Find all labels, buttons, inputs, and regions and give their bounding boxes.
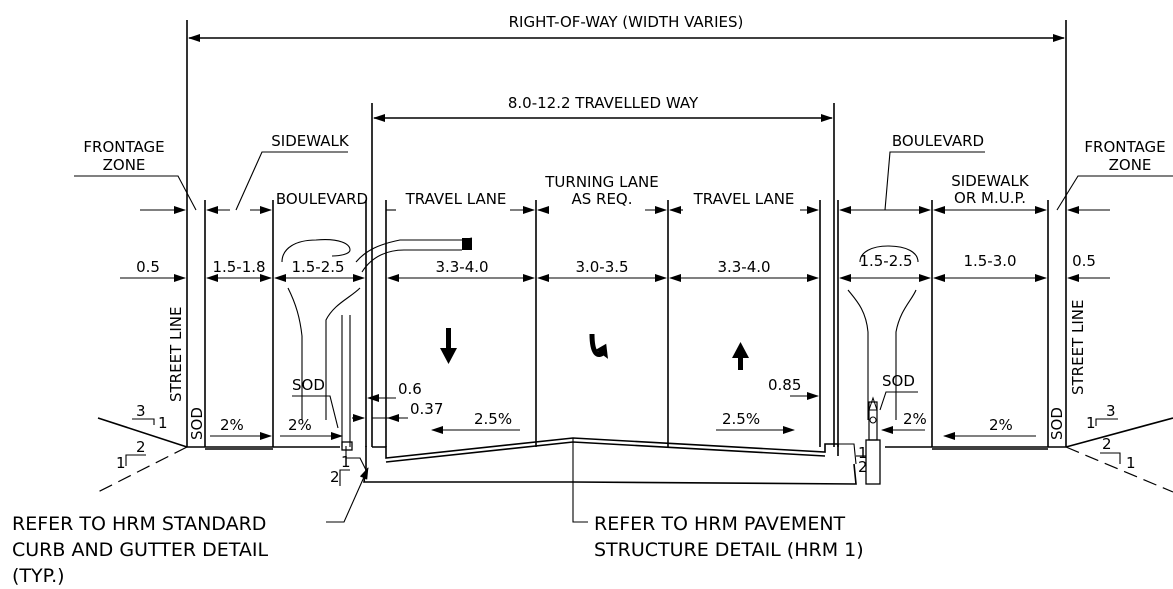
street-light [355,237,473,273]
svg-text:1: 1 [1086,414,1096,432]
curb-right: 1 2 [856,396,881,485]
svg-text:1: 1 [158,414,168,432]
dim-frontage-left: 0.5 [136,258,160,276]
sod-right-vertical-label: SOD [1048,407,1066,440]
dim-lane-right: 3.3-4.0 [717,258,770,276]
slope-sidewalk-right: 2% [989,416,1013,434]
svg-text:1: 1 [858,444,868,462]
slope-annotations: 2% 2% 2.5% 2.5% 2% 2% [210,410,1036,440]
travelled-way-label: 8.0-12.2 TRAVELLED WAY [508,94,699,112]
tree-right [847,245,919,420]
slope-pavement-left: 2.5% [474,410,512,428]
svg-text:3: 3 [136,402,146,420]
tree-left [281,239,361,447]
svg-text:2: 2 [136,438,146,456]
note-curb-detail: REFER TO HRM STANDARD CURB AND GUTTER DE… [12,467,369,587]
down-arrow-icon [440,328,457,364]
zone-lines [204,200,1049,447]
curb-offsets: SOD 0.6 0.37 0.85 SOD [292,372,918,429]
svg-text:2: 2 [1102,435,1112,453]
frontage-zone-right-label-1: FRONTAGE [1084,138,1165,156]
curb-left: 1 2 [330,441,353,486]
dim-boulevard-right: 1.5-2.5 [859,252,912,270]
slope-boulevard-left: 2% [288,416,312,434]
svg-text:3: 3 [1106,402,1116,420]
svg-text:2: 2 [330,468,340,486]
leader-labels: FRONTAGE ZONE SIDEWALK BOULEVARD FRONTAG… [74,132,1173,211]
curb-offset-0-37: 0.37 [410,400,443,418]
frontage-zone-left-label-2: ZONE [103,156,146,174]
svg-text:1: 1 [341,453,351,471]
boulevard-left-label: BOULEVARD [276,190,368,208]
note-pavement-line-1: REFER TO HRM PAVEMENT [594,513,846,535]
frontage-zone-right-label-2: ZONE [1109,156,1152,174]
note-pavement-line-2: STRUCTURE DETAIL (HRM 1) [594,539,864,561]
travel-lane-left-label: TRAVEL LANE [405,190,507,208]
side-slope-right-2-1: 2 1 [1100,435,1136,472]
note-curb-line-2: CURB AND GUTTER DETAIL [12,539,268,561]
boulevard-right-label: BOULEVARD [892,132,984,150]
svg-text:1: 1 [116,454,126,472]
sod-left-label: SOD [292,376,325,394]
turn-arrow-icon [589,333,608,359]
note-pavement-detail: REFER TO HRM PAVEMENT STRUCTURE DETAIL (… [572,438,864,561]
street-line-right-label: STREET LINE [1069,300,1087,395]
sidewalk-mup-label-1: SIDEWALK [951,172,1030,190]
sidewalk-mup-label-2: OR M.U.P. [954,189,1026,207]
up-arrow-icon [732,342,749,370]
travelled-way-dimension: 8.0-12.2 TRAVELLED WAY [371,94,835,447]
sod-left-vertical-label: SOD [188,407,206,440]
dim-turning-lane: 3.0-3.5 [575,258,628,276]
side-slope-left-2-1: 2 1 [116,438,146,472]
side-slope-right-3-1: 1 3 [1086,402,1118,432]
slope-pavement-right: 2.5% [722,410,760,428]
slope-sidewalk-left: 2% [220,416,244,434]
ground-profile [97,417,1173,493]
right-of-way-dimension: RIGHT-OF-WAY (WIDTH VARIES) [186,13,1067,447]
right-of-way-label: RIGHT-OF-WAY (WIDTH VARIES) [509,13,744,31]
travel-lane-right-label: TRAVEL LANE [693,190,795,208]
sidewalk-left-label: SIDEWALK [271,132,350,150]
width-dimension-row: 0.5 1.5-1.8 1.5-2.5 3.3-4.0 3.0-3.5 3.3-… [120,252,1110,282]
svg-text:2: 2 [858,458,868,476]
dim-sidewalk-left: 1.5-1.8 [212,258,265,276]
svg-text:1: 1 [1126,454,1136,472]
dim-frontage-right: 0.5 [1072,252,1096,270]
street-line-left-label: STREET LINE [167,307,185,402]
dim-lane-left: 3.3-4.0 [435,258,488,276]
dim-sidewalk-right: 1.5-3.0 [963,252,1016,270]
turning-lane-label-1: TURNING LANE [544,173,658,191]
note-curb-line-1: REFER TO HRM STANDARD [12,513,266,535]
dim-boulevard-left: 1.5-2.5 [291,258,344,276]
zone-dimension-row: BOULEVARD TRAVEL LANE TURNING LANE AS RE… [140,172,1110,214]
side-slope-left-3-1: 3 1 [132,402,168,432]
note-curb-line-3: (TYP.) [12,565,65,587]
turning-lane-label-2: AS REQ. [571,190,632,208]
frontage-zone-left-label-1: FRONTAGE [83,138,164,156]
curb-offset-0-85: 0.85 [768,376,801,394]
pavement-structure [345,437,857,485]
sod-right-label: SOD [882,372,915,390]
slope-boulevard-right: 2% [903,410,927,428]
curb-offset-0-6: 0.6 [398,380,422,398]
